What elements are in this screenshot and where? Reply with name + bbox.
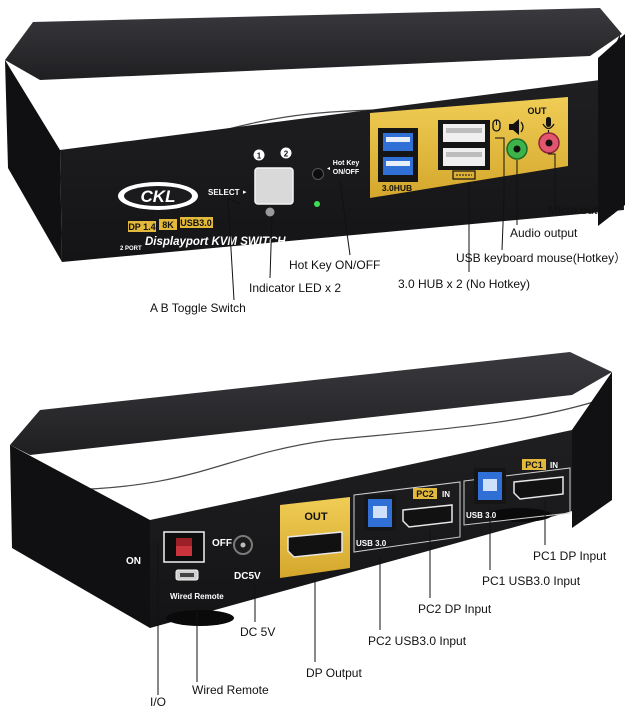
pc2-usb-label: USB 3.0 — [356, 539, 387, 548]
off-label: OFF — [212, 538, 232, 549]
front-device: CKL DP 1.4 8K USB3.0 2 PORT Displayport … — [5, 8, 625, 262]
indicator-led-callout: Indicator LED x 2 — [249, 281, 341, 295]
hotkey-label-line1: Hot Key — [333, 160, 360, 167]
model-name: Displayport KVM SWITCH — [145, 236, 286, 248]
on-label: ON — [126, 556, 141, 567]
speaker-icon — [509, 119, 524, 135]
pc1-label: PC1 — [525, 460, 543, 470]
toggle-switch-callout: A B Toggle Switch — [150, 301, 246, 315]
dc5v-label: DC5V — [234, 571, 261, 582]
badge-usb3: USB3.0 — [180, 218, 212, 228]
rear-device-right-end — [572, 372, 612, 528]
front-device-face — [60, 34, 624, 262]
dc5v-callout: DC 5V — [240, 625, 275, 639]
port-number-2: 2 — [284, 150, 289, 159]
rear-device-top — [10, 352, 612, 455]
pc2-label: PC2 — [416, 489, 434, 499]
hotkey-arrow-icon: ◂ — [327, 166, 330, 172]
dp-output-callout: DP Output — [306, 666, 362, 680]
out-label: OUT — [304, 511, 328, 523]
wired-remote-callout: Wired Remote — [192, 683, 269, 697]
spec-badges: DP 1.4 8K USB3.0 — [128, 217, 213, 232]
pc1-usb-label: USB 3.0 — [466, 511, 497, 520]
indicator-led-1 — [265, 207, 275, 217]
rear-device-top-curve — [59, 399, 601, 491]
usb-keyboard-mouse-callout: USB keyboard mouse(Hotkey） — [456, 251, 626, 265]
mouse-icon — [492, 119, 501, 132]
keyboard-icon — [452, 170, 476, 180]
audio-out-label: OUT — [528, 106, 548, 116]
front-device-side — [5, 60, 62, 262]
pc2-dp-input-callout: PC2 DP Input — [418, 602, 492, 616]
hotkey-callout: Hot Key ON/OFF — [289, 258, 380, 272]
badge-8k: 8K — [162, 220, 174, 230]
model-port-count: 2 PORT — [120, 246, 142, 252]
pc2-usb-input-callout: PC2 USB3.0 Input — [368, 634, 467, 648]
hotkey-label-line2: ON/OFF — [333, 169, 360, 176]
pc2-in-label: IN — [442, 490, 450, 499]
audio-output-callout: Audio output — [510, 226, 578, 240]
rear-foot-left — [166, 610, 234, 626]
pc1-dp-input-port[interactable] — [513, 476, 564, 500]
front-leader-lines — [227, 137, 556, 301]
front-device-top — [5, 8, 622, 80]
badge-dp14: DP 1.4 — [128, 222, 155, 232]
indicator-led-2 — [314, 201, 320, 207]
pc1-in-label: IN — [550, 461, 558, 470]
usb3-hub-ports: 3.0HUB — [378, 128, 418, 193]
rear-device-side — [10, 445, 150, 628]
micro-output-callout: Micro output — [548, 203, 615, 217]
rear-device: ON OFF Wired Remote DC5V OUT USB 3.0 PC2… — [10, 352, 612, 628]
select-label: SELECT — [208, 188, 240, 197]
select-toggle-button[interactable] — [254, 167, 294, 205]
pc2-dp-input-port[interactable] — [402, 504, 453, 528]
port-number-1: 1 — [257, 152, 262, 161]
hub-label: 3.0HUB — [382, 183, 412, 193]
pc1-usb-input-callout: PC1 USB3.0 Input — [482, 574, 581, 588]
dp-output-port[interactable] — [287, 531, 343, 558]
select-arrow-icon: ▸ — [243, 189, 247, 196]
rear-leader-lines — [157, 500, 546, 695]
front-device-right-end — [598, 34, 625, 226]
io-callout: I/O — [150, 695, 166, 709]
hotkey-button[interactable] — [312, 168, 324, 180]
ckl-logo: CKL — [118, 182, 198, 210]
wired-remote-label: Wired Remote — [170, 592, 224, 601]
pc2-group-outline — [353, 481, 461, 553]
usb-keyboard-mouse-ports — [438, 119, 501, 180]
brand-name: CKL — [141, 187, 176, 206]
hub-callout: 3.0 HUB x 2 (No Hotkey) — [398, 277, 530, 291]
pc1-dp-input-callout: PC1 DP Input — [533, 549, 607, 563]
pc1-group-outline — [463, 467, 571, 526]
rear-foot-right — [488, 508, 552, 522]
